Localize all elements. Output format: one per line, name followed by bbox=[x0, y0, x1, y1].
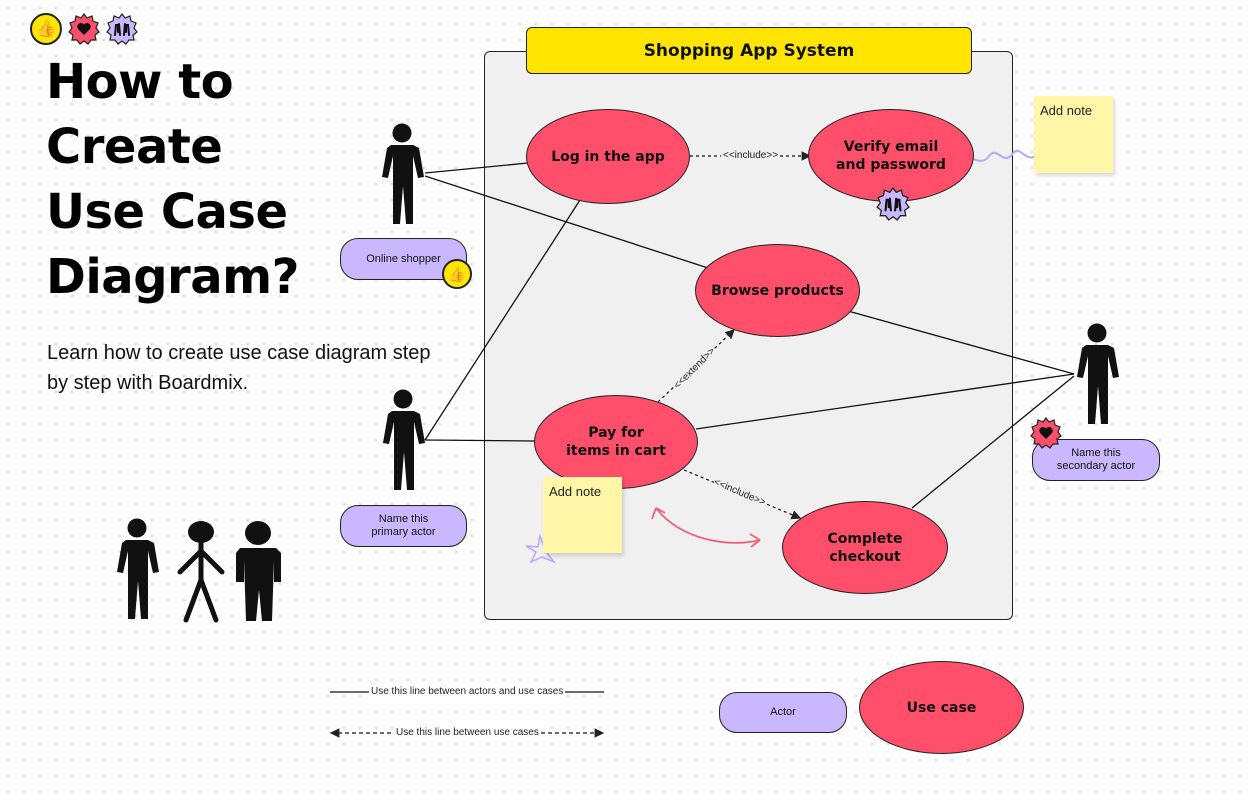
raised-hands-icon[interactable] bbox=[106, 13, 138, 45]
heart-icon[interactable] bbox=[68, 13, 100, 45]
actor-figure-primary bbox=[383, 389, 425, 490]
legend-actor-shape[interactable]: Actor bbox=[719, 692, 847, 733]
heart-icon[interactable] bbox=[1030, 417, 1062, 454]
legend-dashed-line-label: Use this line between use cases bbox=[394, 727, 541, 738]
legend-use-case-shape[interactable]: Use case bbox=[859, 661, 1024, 754]
title-line: Create bbox=[46, 119, 223, 175]
include-label: <<include>> bbox=[721, 150, 781, 161]
association-line bbox=[911, 375, 1075, 509]
association-line bbox=[424, 439, 536, 442]
use-case-checkout[interactable]: Complete checkout bbox=[782, 501, 948, 594]
page-subtitle: Learn how to create use case diagram ste… bbox=[47, 342, 431, 394]
title-line: Diagram? bbox=[46, 249, 299, 305]
title-line: Use Case bbox=[46, 184, 288, 240]
association-line bbox=[847, 310, 1075, 375]
actor-label-primary[interactable]: Name this primary actor bbox=[340, 505, 467, 547]
use-case-login[interactable]: Log in the app bbox=[526, 109, 690, 204]
title-line: How to bbox=[46, 54, 234, 110]
thumbs-up-icon[interactable]: 👍 bbox=[442, 259, 472, 289]
actor-style-example-lines bbox=[177, 521, 225, 623]
actor-style-example-solid bbox=[117, 518, 159, 619]
association-line bbox=[424, 199, 581, 441]
actor-figure-secondary bbox=[1077, 323, 1119, 424]
page-title: How to Create Use Case Diagram? bbox=[46, 50, 366, 310]
sticky-note[interactable]: Add note bbox=[1034, 96, 1113, 173]
thumbs-up-icon[interactable]: 👍 bbox=[30, 13, 62, 45]
curved-arrow bbox=[655, 507, 761, 544]
association-line bbox=[424, 162, 529, 174]
sticky-note[interactable]: Add note bbox=[543, 477, 622, 553]
raised-hands-icon[interactable] bbox=[876, 187, 910, 226]
use-case-verify[interactable]: Verify email and password bbox=[808, 109, 974, 202]
legend-solid-line-label: Use this line between actors and use cas… bbox=[369, 686, 566, 697]
reaction-bar: 👍 bbox=[30, 13, 138, 45]
system-title[interactable]: Shopping App System bbox=[526, 27, 972, 74]
actor-label-secondary[interactable]: Name this secondary actor bbox=[1032, 439, 1160, 481]
actor-figure-online-shopper bbox=[382, 123, 424, 224]
use-case-pay[interactable]: Pay for items in cart bbox=[534, 395, 698, 489]
squiggle-arrow bbox=[959, 149, 1053, 163]
association-line bbox=[695, 373, 1075, 430]
use-case-browse[interactable]: Browse products bbox=[695, 244, 860, 337]
actor-style-example-block bbox=[236, 521, 281, 621]
